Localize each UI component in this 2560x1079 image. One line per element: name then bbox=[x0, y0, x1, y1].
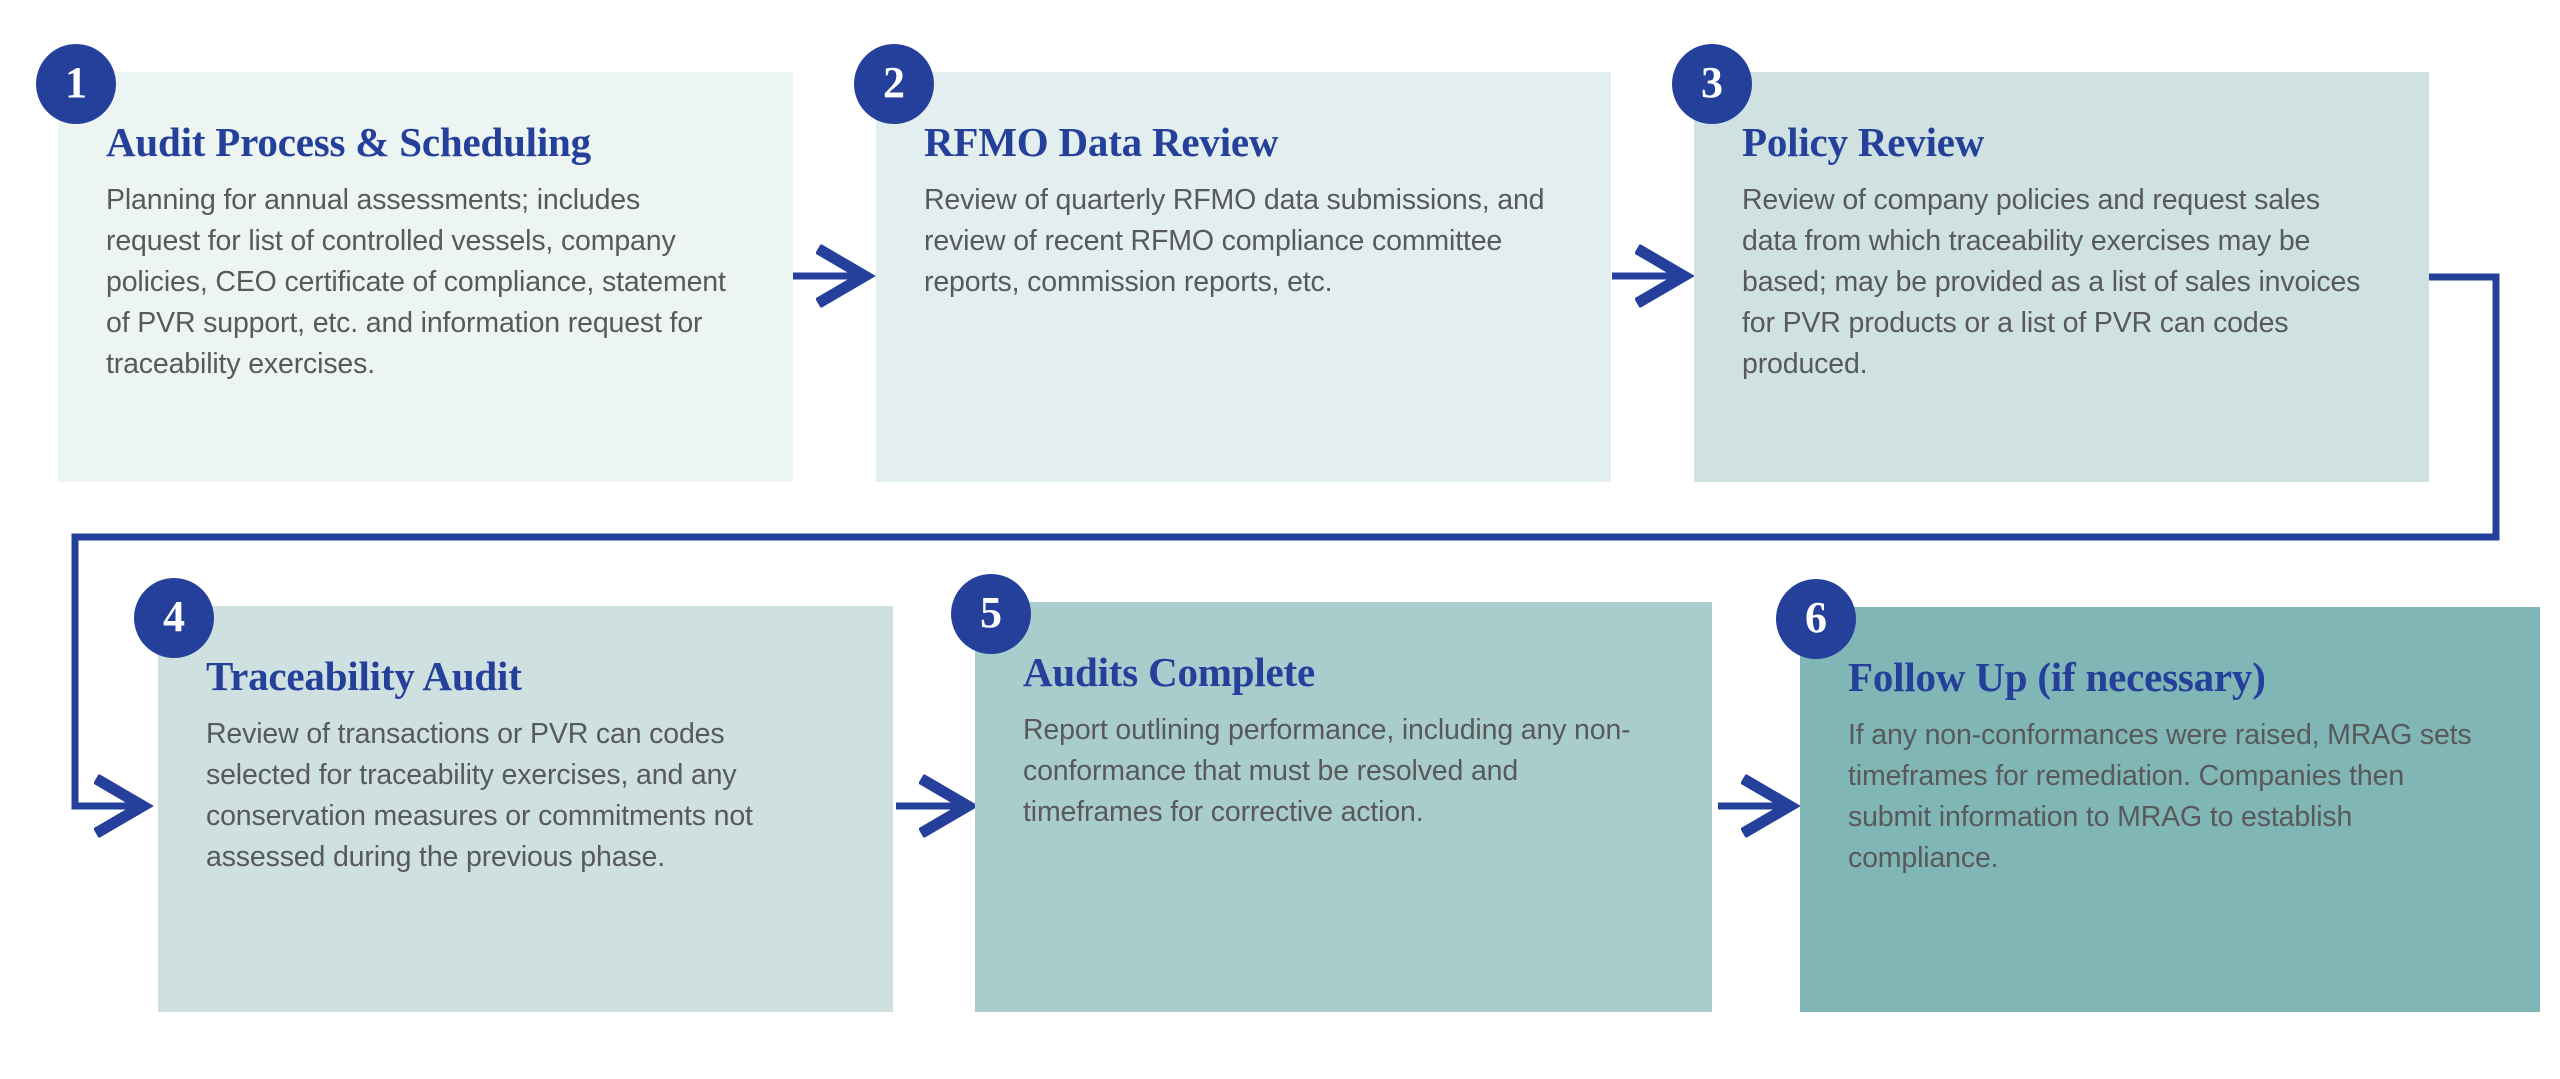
step-title-3: Policy Review bbox=[1742, 119, 1985, 165]
step-title-1: Audit Process & Scheduling bbox=[106, 119, 591, 165]
step-number-badge-6: 6 bbox=[1776, 579, 1856, 659]
step-title-4: Traceability Audit bbox=[206, 653, 522, 699]
step-number-badge-3: 3 bbox=[1672, 44, 1752, 124]
step-card-4-content: Traceability Audit Review of transaction… bbox=[158, 606, 893, 1012]
step-title-2: RFMO Data Review bbox=[924, 119, 1279, 165]
step-description-1: Planning for annual assessments; include… bbox=[106, 184, 726, 381]
step-card-6-content: Follow Up (if necessary) If any non-conf… bbox=[1800, 607, 2540, 1012]
step-card-1-content: Audit Process & Scheduling Planning for … bbox=[58, 72, 793, 482]
step-number-badge-2: 2 bbox=[854, 44, 934, 124]
step-number-badge-1: 1 bbox=[36, 44, 116, 124]
step-card-2[interactable]: RFMO Data Review Review of quarterly RFM… bbox=[876, 72, 1611, 482]
step-card-5-content: Audits Complete Report outlining perform… bbox=[975, 602, 1712, 1012]
step-description-4: Review of transactions or PVR can codes … bbox=[206, 718, 753, 874]
step-card-3[interactable]: Policy Review Review of company policies… bbox=[1694, 72, 2429, 482]
step-description-6: If any non-conformances were raised, MRA… bbox=[1848, 719, 2472, 875]
step-description-2: Review of quarterly RFMO data submission… bbox=[924, 184, 1545, 299]
step-title-6: Follow Up (if necessary) bbox=[1848, 654, 2266, 700]
step-number-badge-5: 5 bbox=[951, 574, 1031, 654]
step-card-1[interactable]: Audit Process & Scheduling Planning for … bbox=[58, 72, 793, 482]
step-card-4[interactable]: Traceability Audit Review of transaction… bbox=[158, 606, 893, 1012]
step-description-3: Review of company policies and request s… bbox=[1742, 184, 2361, 381]
step-card-3-content: Policy Review Review of company policies… bbox=[1694, 72, 2429, 482]
step-card-6[interactable]: Follow Up (if necessary) If any non-conf… bbox=[1800, 607, 2540, 1012]
step-description-5: Report outlining performance, including … bbox=[1023, 714, 1631, 829]
step-card-2-content: RFMO Data Review Review of quarterly RFM… bbox=[876, 72, 1611, 482]
step-card-5[interactable]: Audits Complete Report outlining perform… bbox=[975, 602, 1712, 1012]
step-title-5: Audits Complete bbox=[1023, 649, 1315, 695]
step-number-badge-4: 4 bbox=[134, 578, 214, 658]
